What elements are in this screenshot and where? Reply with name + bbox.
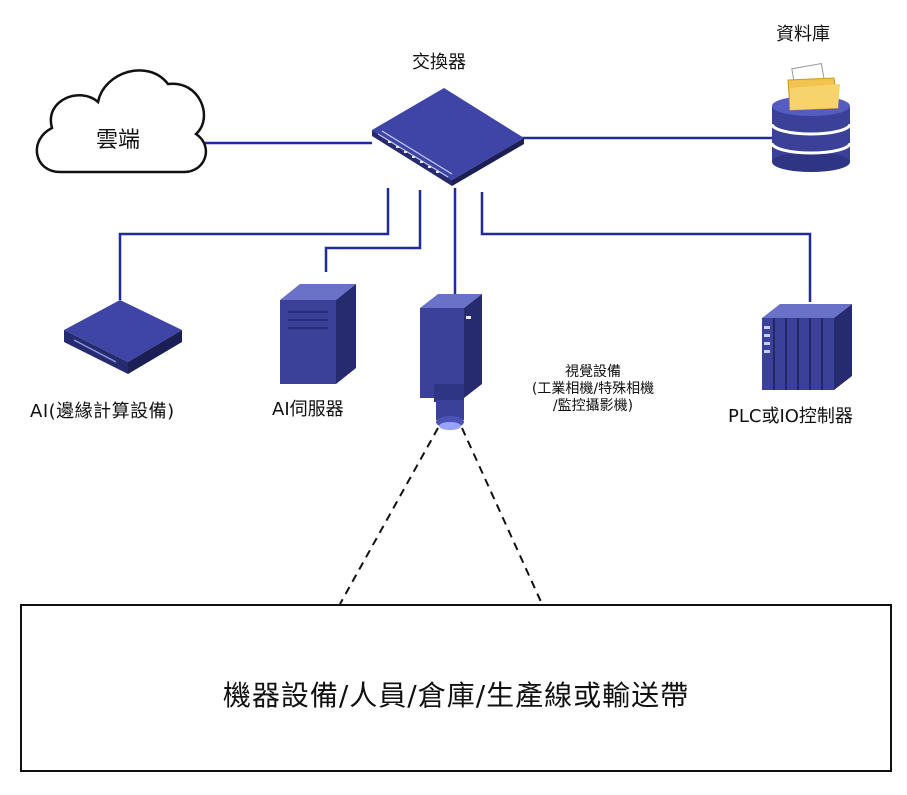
vision-device-label: 視覺設備 (工業相機/特殊相機 /監控攝影機) <box>498 364 688 415</box>
cloud-label: 雲端 <box>96 128 141 153</box>
monitored-target-label: 機器設備/人員/倉庫/生產線或輸送帶 <box>222 679 690 712</box>
camera-field-of-view <box>339 427 543 605</box>
monitored-target-box: 機器設備/人員/倉庫/生產線或輸送帶 <box>20 604 892 772</box>
plc-label: PLC或IO控制器 <box>728 406 853 427</box>
database-label: 資料庫 <box>776 24 830 45</box>
cloud-icon <box>35 69 208 174</box>
ai-server-label: AI伺服器 <box>272 399 344 420</box>
switch-label: 交換器 <box>412 52 466 73</box>
vision-title: 視覺設備 <box>565 364 621 380</box>
folder-icon <box>787 63 840 111</box>
link-switch-edge <box>118 188 390 300</box>
database-icon <box>770 63 852 172</box>
connection-lines <box>118 136 812 302</box>
switch-icon <box>372 88 524 186</box>
ai-server-icon <box>280 284 356 384</box>
camera-icon <box>420 294 482 430</box>
edge-ai-device-label: AI(邊緣計算設備) <box>30 401 175 422</box>
plc-icon <box>762 304 852 390</box>
link-switch-server <box>324 190 422 272</box>
edge-ai-device-icon <box>64 300 182 374</box>
vision-subtitle-2: /監控攝影機) <box>552 398 634 414</box>
vision-subtitle-1: (工業相機/特殊相機 <box>531 381 655 397</box>
link-switch-plc <box>480 192 812 302</box>
